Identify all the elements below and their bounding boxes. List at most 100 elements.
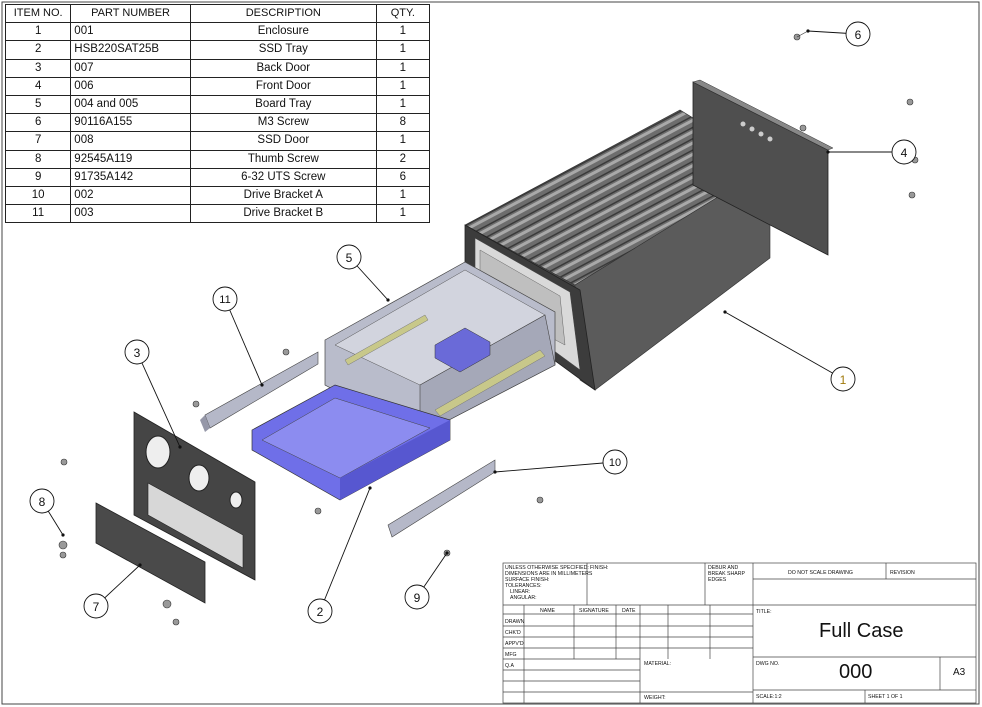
sheet-size: A3 [953,667,966,678]
bom-part: HSB220SAT25B [70,40,191,60]
bom-desc: Enclosure [189,22,377,42]
balloon-7: 7 [83,593,109,619]
bom-desc: Board Tray [189,94,377,115]
deburr-note-3: EDGES [708,577,727,583]
bom-part: 008 [70,131,191,151]
balloon-6: 6 [845,21,871,47]
tolerance-note-2: DIMENSIONS ARE IN MILLIMETERS [505,571,593,577]
bom-part: 003 [70,204,191,224]
bom-header-qty: QTY. [375,3,431,24]
balloon-4: 4 [891,139,917,165]
part-board-tray [324,261,556,436]
balloon-7-label: 7 [93,600,100,614]
bom-desc: M3 Screw [189,113,377,133]
part-ssd-door [95,502,206,604]
bom-part: 006 [70,76,191,96]
bom-item: 11 [4,204,72,224]
bom-item: 3 [4,58,72,78]
balloon-9-label: 9 [414,591,421,605]
balloon-markers [61,29,830,567]
tolerance-note-6: ANGULAR: [510,595,537,601]
title-block: UNLESS OTHERWISE SPECIFIED: DIMENSIONS A… [503,563,976,703]
bom-item: 8 [4,149,72,169]
balloon-2-label: 2 [317,605,324,619]
bom-item: 2 [4,40,72,60]
bom-item: 10 [4,185,72,206]
tolerance-note-5: LINEAR: [510,589,531,595]
bom-part: 92545A119 [70,149,191,169]
bom-header-row: ITEM NO. PART NUMBER DESCRIPTION QTY. [4,3,431,24]
bom-qty: 1 [375,204,431,224]
bom-desc: SSD Tray [189,40,377,60]
bom-item: 7 [4,131,72,151]
part-screws [58,30,919,626]
bom-qty: 1 [375,76,431,96]
bom-item: 1 [4,22,72,42]
title-label: TITLE: [756,609,772,615]
balloon-2: 2 [307,598,333,624]
balloon-10: 10 [602,449,628,475]
scale-label: SCALE:1:2 [756,694,782,700]
tolerance-note-4: TOLERANCES: [505,583,542,589]
do-not-scale-label: DO NOT SCALE DRAWING [788,570,853,576]
sheet-count: SHEET 1 OF 1 [868,694,903,700]
balloon-10-label: 10 [609,457,621,469]
deburr-note-2: BREAK SHARP [708,571,745,577]
bom-qty: 6 [375,167,431,187]
bom-qty: 1 [375,94,431,115]
drawing-number: 000 [839,661,873,683]
bom-part: 002 [70,185,191,206]
bom-desc: SSD Door [189,131,377,151]
bom-qty: 1 [375,185,431,206]
bom-qty: 1 [375,131,431,151]
bom-part: 007 [70,58,191,78]
bom-desc: Drive Bracket B [189,204,377,224]
tolerance-note-3: SURFACE FINISH: [505,577,550,583]
bom-header-part: PART NUMBER [70,3,191,24]
bom-qty: 2 [375,149,431,169]
bom-desc: 6-32 UTS Screw [189,167,377,187]
bom-part: 91735A142 [70,167,191,187]
col-name: NAME [540,608,555,614]
balloon-11: 11 [212,286,238,312]
col-signature: SIGNATURE [579,608,609,614]
row-approved: APPV'D [505,641,524,647]
bom-desc: Thumb Screw [189,149,377,169]
bom-qty: 1 [375,22,431,42]
part-ssd-tray [251,384,451,501]
bom-item: 9 [4,167,72,187]
bom-desc: Drive Bracket A [189,185,377,206]
revision-label: REVISION [890,570,915,576]
part-back-door [133,411,256,581]
part-drive-bracket-a [387,459,496,538]
material-label: MATERIAL: [644,661,671,667]
part-drive-bracket-b [200,351,319,432]
row-mfg: MFG [505,652,517,658]
deburr-note-1: DEBUR AND [708,565,739,571]
balloon-6-label: 6 [855,28,862,42]
finish-label: FINISH: [590,565,609,571]
bom-item: 6 [4,113,72,133]
bom-part: 004 and 005 [70,94,191,115]
bom-desc: Front Door [189,76,377,96]
balloon-4-label: 4 [901,146,908,160]
weight-label: WEIGHT: [644,695,666,701]
balloon-1: 1 [830,366,856,392]
balloon-3: 3 [124,339,150,365]
balloon-5: 5 [336,244,362,270]
col-date: DATE [622,608,636,614]
bom-desc: Back Door [189,58,377,78]
bom-qty: 8 [375,113,431,133]
